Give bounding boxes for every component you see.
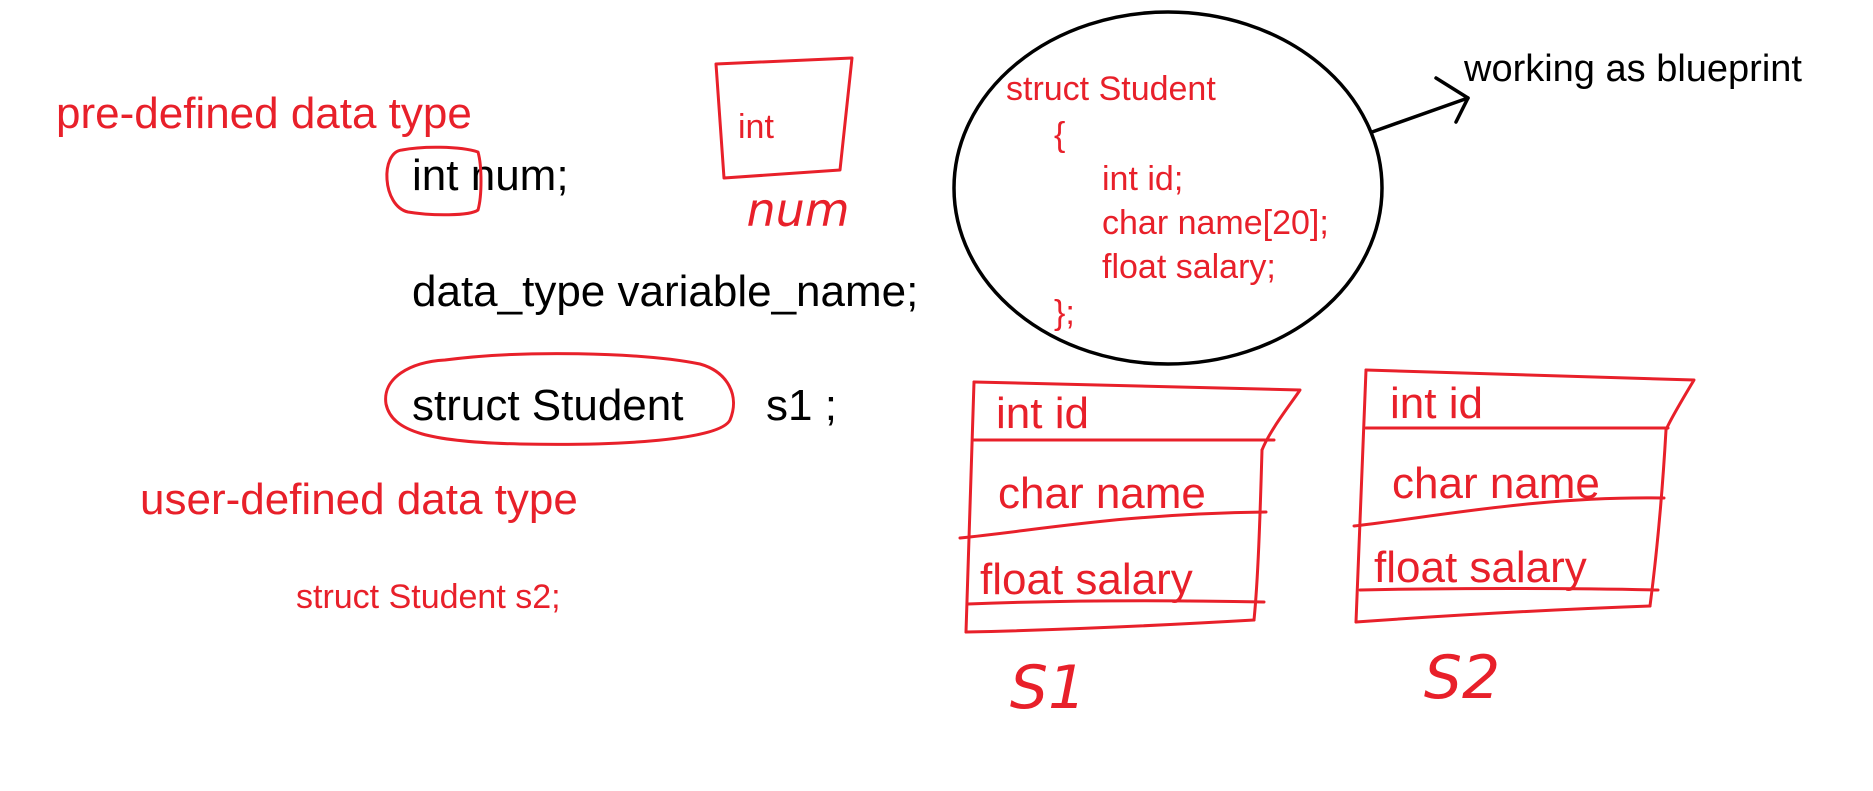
code-int-declaration: int num; — [412, 154, 569, 198]
s2-field-id: int id — [1390, 379, 1483, 428]
s1-label: S1 — [1010, 653, 1086, 723]
memory-box-type-label: int — [738, 108, 774, 146]
int-keyword-circle — [385, 145, 483, 217]
s2-field-name: char name — [1392, 459, 1600, 508]
predefined-type-label: pre-defined data type — [56, 89, 472, 138]
svg-text:S2: S2 — [1424, 643, 1500, 713]
int-keyword: int — [412, 151, 459, 200]
blueprint-close-brace: }; — [1054, 294, 1075, 332]
code-syntax-line: data_type variable_name; — [412, 267, 919, 316]
blueprint-struct-line: struct Student — [1006, 70, 1216, 108]
struct-student-type: struct Student — [412, 381, 684, 430]
struct-type-circle — [384, 352, 735, 446]
blueprint-arrow-head — [1434, 76, 1470, 124]
s2-field-salary: float salary — [1374, 543, 1587, 592]
userdefined-type-label: user-defined data type — [140, 475, 578, 524]
blueprint-circle — [952, 10, 1384, 366]
s1-variable: s1 ; — [766, 381, 837, 430]
blueprint-field-name: char name[20]; — [1102, 204, 1329, 242]
blueprint-open-brace: { — [1054, 116, 1066, 154]
num-variable: num; — [470, 151, 569, 200]
s1-field-salary: float salary — [980, 555, 1193, 604]
blueprint-field-id: int id; — [1102, 160, 1184, 198]
code-struct-s2-line: struct Student s2; — [296, 578, 561, 616]
blueprint-note: working as blueprint — [1464, 48, 1802, 90]
s2-label: S2 — [1424, 643, 1500, 713]
memory-box-int — [714, 56, 854, 180]
svg-text:S1: S1 — [1010, 653, 1086, 723]
s1-field-id: int id — [996, 389, 1089, 438]
s1-instance-box — [958, 380, 1302, 634]
svg-text:num: num — [746, 183, 849, 237]
blueprint-arrow-shaft — [1370, 96, 1470, 134]
s1-field-name: char name — [998, 469, 1206, 518]
memory-box-var-name: num — [746, 183, 849, 237]
s2-instance-box — [1352, 368, 1696, 624]
blueprint-field-salary: float salary; — [1102, 248, 1276, 286]
